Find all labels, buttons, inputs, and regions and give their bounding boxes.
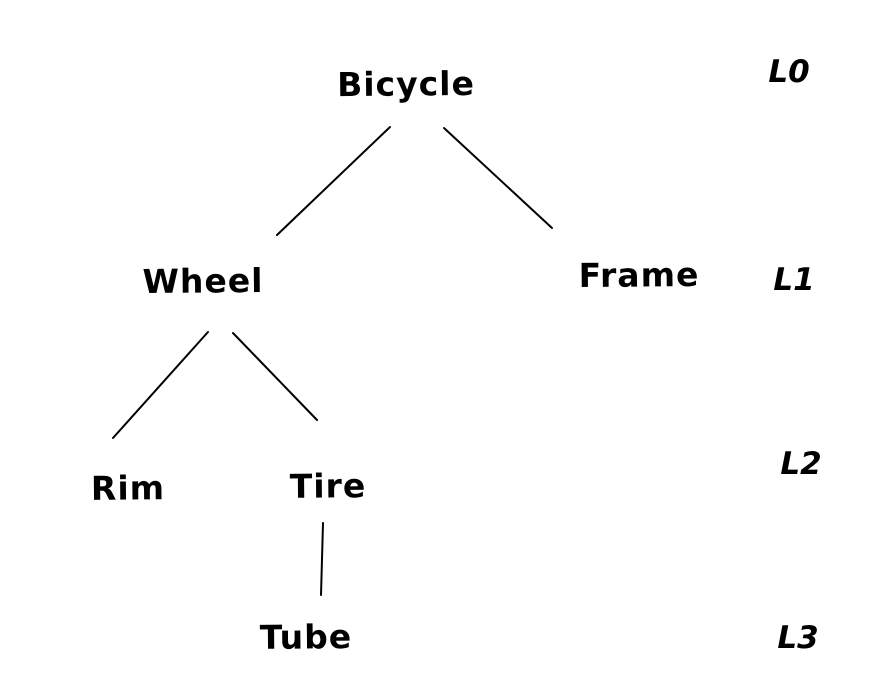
node-tube: Tube [259, 617, 353, 657]
level-label-l0: L0 [768, 54, 810, 90]
node-frame: Frame [578, 254, 700, 296]
level-label-l3: L3 [777, 620, 819, 656]
edge-bicycle-frame [443, 127, 553, 229]
edge-wheel-rim [112, 331, 209, 439]
edge-wheel-tire [232, 332, 318, 421]
node-rim: Rim [90, 468, 166, 508]
level-label-l1: L1 [773, 262, 815, 298]
node-tire: Tire [289, 466, 367, 506]
node-wheel: Wheel [142, 260, 264, 302]
node-bicycle: Bicycle [336, 63, 476, 105]
edge-tire-tube [320, 522, 324, 596]
edge-bicycle-wheel [276, 126, 391, 236]
level-label-l2: L2 [780, 446, 822, 482]
